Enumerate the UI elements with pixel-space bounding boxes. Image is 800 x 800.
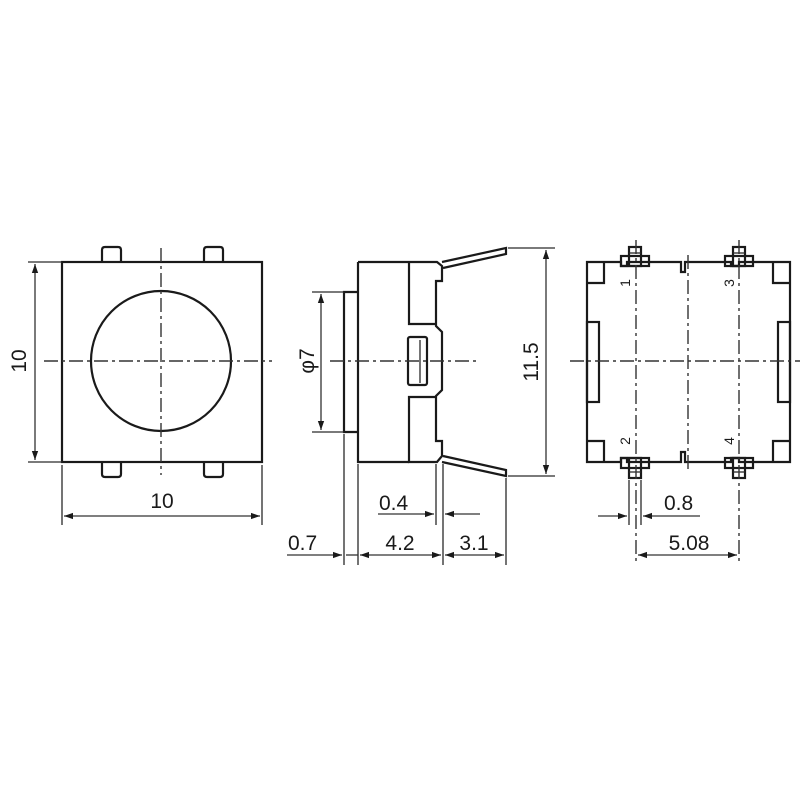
front-tab-top-left <box>100 245 123 262</box>
pin-lead-2 <box>619 456 651 480</box>
corner-pad-tl <box>587 262 606 285</box>
dim-label-pin-pitch: 5.08 <box>669 532 710 555</box>
front-view: 10 10 <box>8 245 272 525</box>
front-tab-bottom-right <box>202 462 225 479</box>
side-lead-top <box>441 246 508 270</box>
side-view: φ7 11.5 0.4 0.7 4.2 3.1 <box>287 246 555 565</box>
side-pad-left <box>585 320 601 404</box>
front-body-outline <box>60 260 264 464</box>
side-lead-bottom <box>441 454 508 478</box>
dim-label-actuator-dia: φ7 <box>296 348 319 373</box>
bottom-view: 1 2 3 4 0.8 5.08 <box>570 240 800 565</box>
pin-label-1: 1 <box>617 279 633 287</box>
dim-label-total-height: 11.5 <box>520 342 543 381</box>
bottom-body-outline <box>585 260 792 464</box>
corner-pad-br <box>771 439 790 462</box>
front-tab-top-right <box>202 245 225 262</box>
dim-label-lead-extension: 3.1 <box>459 532 488 555</box>
front-tab-bottom-left <box>100 462 123 479</box>
dim-label-front-width: 10 <box>150 490 173 513</box>
pin-label-4: 4 <box>721 437 737 445</box>
dim-label-lead-width: 0.8 <box>664 492 693 515</box>
side-body-outline <box>356 260 409 464</box>
dim-label-front-height: 10 <box>8 349 31 372</box>
corner-pad-tr <box>771 262 790 285</box>
dim-label-lead-thickness: 0.4 <box>379 492 409 515</box>
corner-pad-bl <box>587 439 606 462</box>
side-terminal-block <box>407 260 444 464</box>
pin-lead-1 <box>619 245 651 268</box>
dim-label-body-depth: 4.2 <box>385 532 414 555</box>
pin-label-3: 3 <box>721 279 737 287</box>
pin-label-2: 2 <box>617 437 633 445</box>
side-pad-right <box>776 320 792 404</box>
dim-label-actuator-protrusion: 0.7 <box>288 532 317 555</box>
side-actuator <box>342 290 358 434</box>
